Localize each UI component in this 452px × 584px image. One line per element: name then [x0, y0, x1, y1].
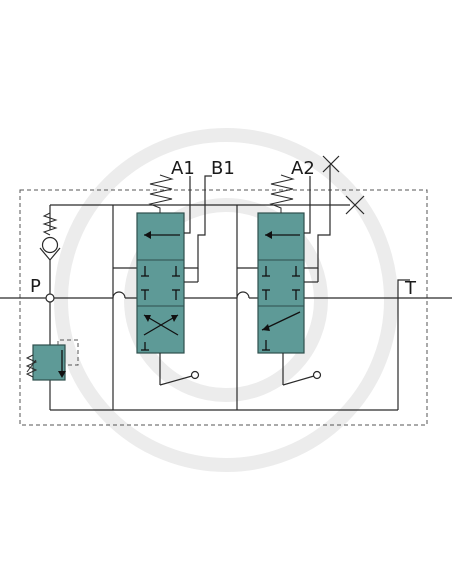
hand-lever-icon[interactable] [159, 353, 200, 386]
hand-lever-icon[interactable] [282, 353, 322, 386]
plug-x-icon [322, 155, 340, 173]
spring-icon [148, 174, 174, 213]
spool-valve-1 [112, 174, 212, 410]
spring-icon [269, 174, 295, 213]
tank-port-line [397, 279, 410, 410]
junction-dot [45, 293, 55, 303]
port-label-t: T [404, 278, 417, 299]
supply-column [45, 205, 55, 410]
port-label-p: P [30, 276, 41, 297]
port-label-b1: B1 [211, 158, 235, 179]
port-label-a1: A1 [171, 158, 195, 179]
spool-valve-2 [236, 165, 331, 410]
port-label-a2: A2 [291, 158, 315, 179]
check-valve-icon [39, 212, 61, 261]
plug-x-icon [345, 195, 365, 215]
watermark [54, 128, 398, 472]
relief-valve-icon [25, 339, 79, 381]
valve-housing-outline [19, 189, 428, 426]
